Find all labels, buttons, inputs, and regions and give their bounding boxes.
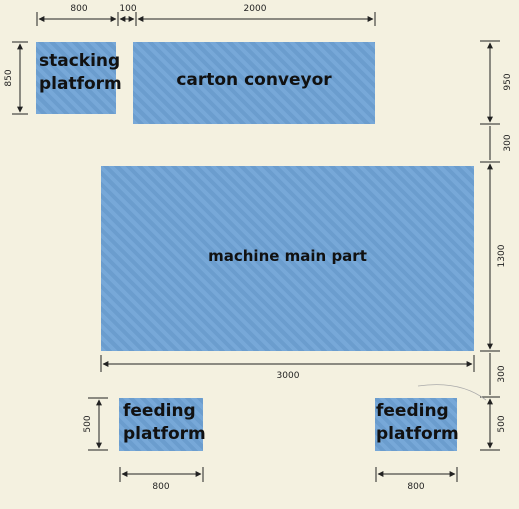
stacking-platform-label: stacking platform bbox=[39, 51, 122, 94]
dim-top-2000: 2000 bbox=[244, 4, 267, 14]
feeding-platform-left-block: feeding platform bbox=[119, 398, 206, 451]
feeding-platform-left-label: feeding platform bbox=[123, 401, 206, 444]
dim-right-500: 500 bbox=[497, 415, 507, 432]
machine-main-part-label: machine main part bbox=[208, 247, 367, 266]
dim-right-950: 950 bbox=[503, 73, 513, 90]
dim-right-300-lower: 300 bbox=[497, 365, 507, 382]
dim-left-850: 850 bbox=[4, 69, 14, 86]
dim-bottom-800-right: 800 bbox=[407, 482, 424, 492]
carton-conveyor-label: carton conveyor bbox=[176, 70, 332, 90]
dim-bottom-800-left: 800 bbox=[152, 482, 169, 492]
dim-top-800: 800 bbox=[70, 4, 87, 14]
stacking-platform-block: stacking platform bbox=[36, 42, 122, 114]
feeding-platform-right-label: feeding platform bbox=[376, 401, 459, 444]
dim-right-1300: 1300 bbox=[497, 244, 507, 267]
dim-left-500: 500 bbox=[83, 415, 93, 432]
dim-bottom-3000: 3000 bbox=[277, 371, 300, 381]
dim-right-300-upper: 300 bbox=[503, 134, 513, 151]
machine-main-part-block: machine main part bbox=[101, 166, 474, 351]
dim-top-100: 100 bbox=[119, 4, 136, 14]
feeding-platform-right-block: feeding platform bbox=[375, 398, 459, 451]
carton-conveyor-block: carton conveyor bbox=[133, 42, 375, 124]
